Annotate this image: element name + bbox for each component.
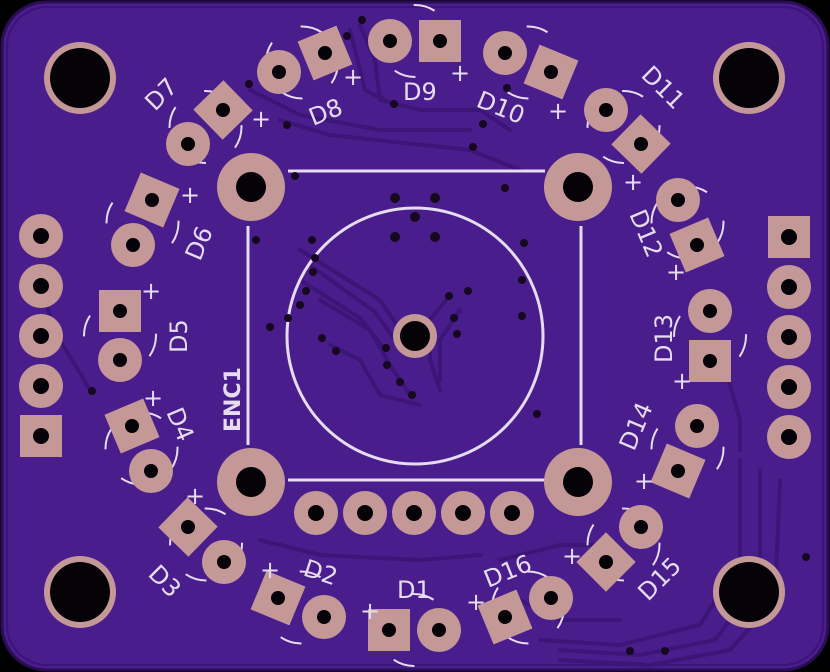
polarity-mark: + [141, 277, 161, 305]
pad-hole [498, 46, 512, 60]
pad-hole [599, 103, 613, 117]
mounting-holes [44, 42, 785, 628]
pad-hole [145, 193, 159, 207]
led-d11: +D11 [584, 60, 690, 196]
pad-hole [690, 238, 704, 252]
pad-hole [113, 304, 127, 318]
pad-hole [272, 65, 286, 79]
led-outline [169, 507, 243, 582]
polarity-mark: + [185, 482, 205, 510]
led-label: D13 [650, 314, 678, 363]
pad-hole [544, 591, 558, 605]
pad-hole [126, 238, 140, 252]
polarity-mark: + [548, 97, 568, 125]
polarity-mark: + [260, 556, 280, 584]
polarity-mark: + [180, 181, 200, 209]
pad-hole [125, 419, 139, 433]
encoder-silkscreen [246, 169, 583, 482]
pad-hole [318, 46, 332, 60]
pad-hole [671, 464, 685, 478]
pad-hole [634, 137, 648, 151]
pad-hole [383, 34, 397, 48]
led-d5: +D5 [83, 277, 193, 382]
polarity-mark: + [634, 467, 654, 495]
vias [88, 16, 810, 655]
led-d9: + D9 [368, 4, 470, 106]
polarity-mark: + [466, 588, 486, 616]
polarity-mark: + [672, 367, 692, 395]
pad-hole [432, 623, 446, 637]
board-inner-edge [6, 6, 824, 666]
pad-hole [382, 623, 396, 637]
pad-hole [498, 610, 512, 624]
pad-hole [433, 34, 447, 48]
pad-hole [599, 555, 613, 569]
led-ring: +D1+D2+D3+D4+D5+D6+D7+D8+D9+D10+D11+D12+… [83, 4, 747, 667]
encoder-label: ENC1 [221, 367, 246, 432]
led-outline [586, 507, 661, 582]
led-label: D9 [403, 78, 437, 106]
pad-hole [634, 520, 648, 534]
led-d1: + D1 [360, 576, 461, 667]
header-right [767, 216, 811, 459]
encoder-pin-row [294, 491, 534, 535]
polarity-mark: + [666, 258, 686, 286]
pad-hole [181, 520, 195, 534]
led-outline [586, 90, 661, 164]
pad-hole [271, 591, 285, 605]
polarity-mark: + [450, 59, 470, 87]
led-d13: + D13 [650, 289, 747, 395]
led-d4: +D4 [104, 384, 199, 493]
pad-hole [317, 610, 331, 624]
polarity-mark: + [251, 105, 271, 133]
polarity-mark: + [562, 542, 582, 570]
encoder-mount-pads [217, 153, 612, 516]
pad-hole [544, 65, 558, 79]
led-outline [168, 90, 243, 164]
pad-hole [144, 464, 158, 478]
led-label: D5 [165, 319, 193, 353]
polarity-mark: + [143, 384, 163, 412]
led-d14: +D14 [614, 398, 725, 499]
header-left [19, 214, 63, 457]
pad-hole [671, 193, 685, 207]
led-label: D1 [397, 576, 431, 604]
polarity-mark: + [343, 63, 363, 91]
pad-hole [690, 419, 704, 433]
pad-hole [113, 353, 127, 367]
pad-hole [703, 304, 717, 318]
pad-hole [181, 137, 195, 151]
polarity-mark: + [623, 168, 643, 196]
pad-hole [216, 103, 230, 117]
pad-hole [217, 555, 231, 569]
pad-hole [703, 354, 717, 368]
polarity-mark: + [360, 597, 380, 625]
